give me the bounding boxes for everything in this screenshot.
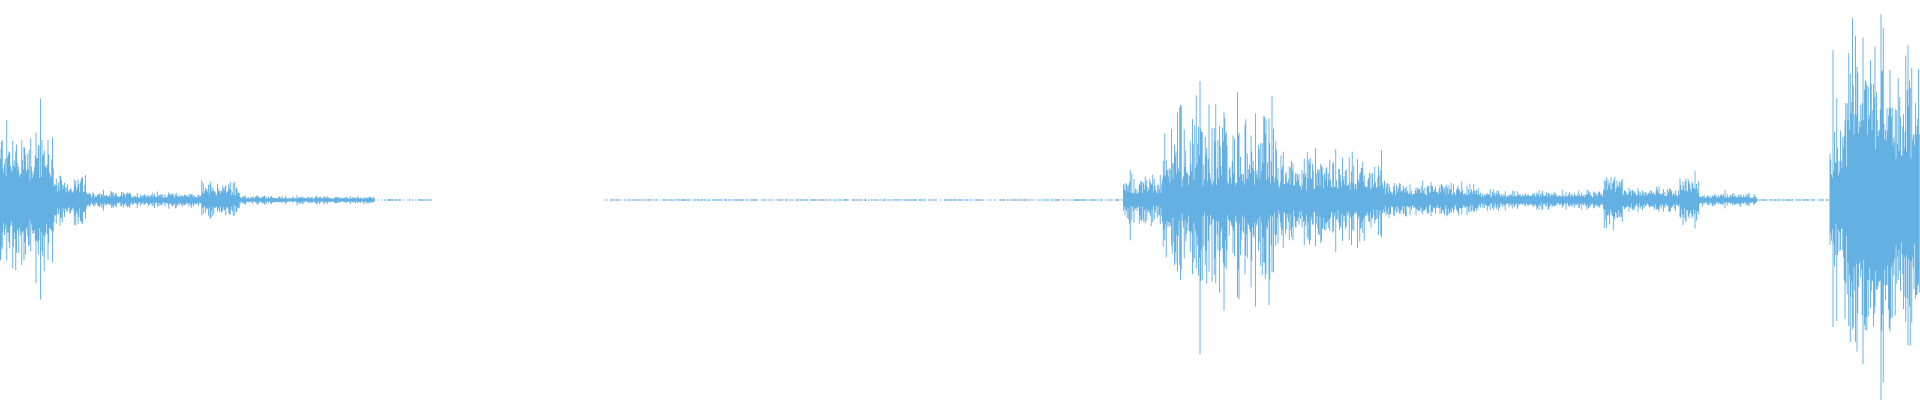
- waveform-bars: [0, 14, 1920, 400]
